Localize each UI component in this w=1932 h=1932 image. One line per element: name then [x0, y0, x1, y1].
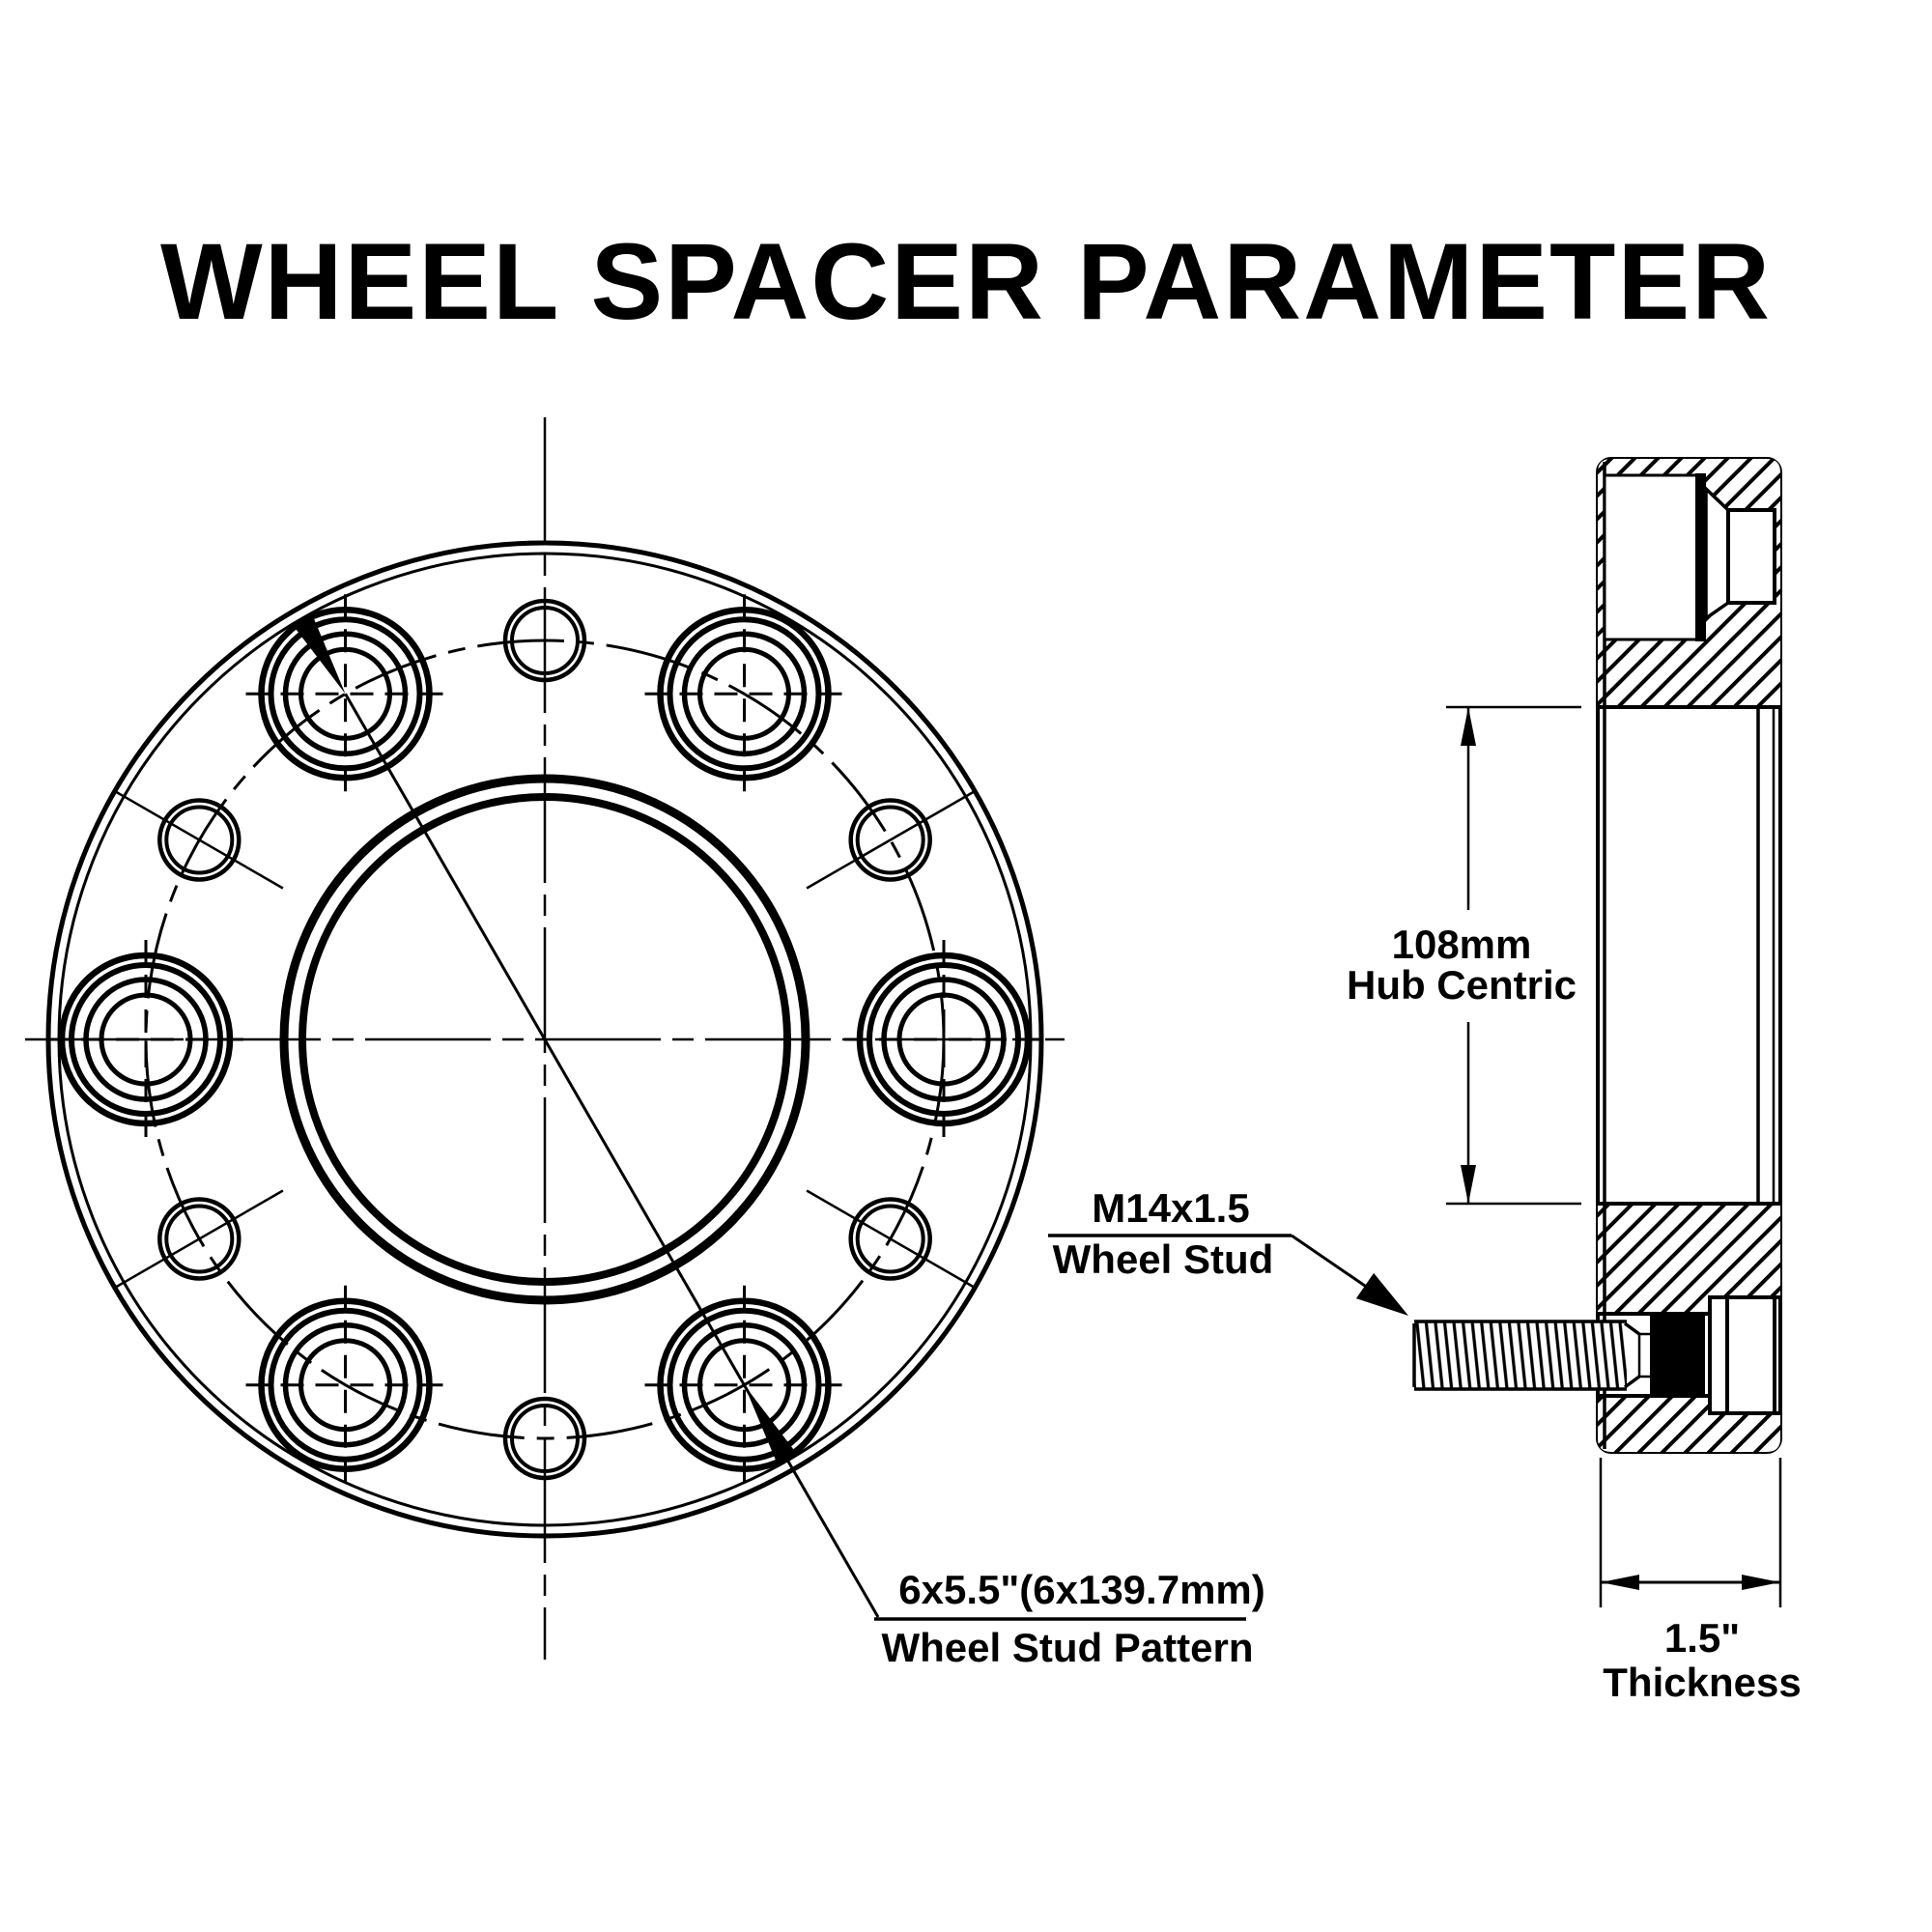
- hub-centric-value: 108mm: [1392, 922, 1532, 967]
- thickness-value: 1.5": [1664, 1615, 1740, 1661]
- arrowhead: [1742, 1575, 1780, 1590]
- bolt-circle: [144, 639, 946, 1440]
- stud-pattern-diameter-line: [344, 693, 880, 1618]
- dimension-hub-centric: 108mm Hub Centric: [1347, 705, 1581, 1206]
- stud-thread-body: [1414, 1321, 1627, 1390]
- thickness-label: Thickness: [1603, 1660, 1801, 1705]
- side-view: [1412, 457, 1782, 1454]
- page-title: WHEEL SPACER PARAMETER: [160, 221, 1772, 342]
- lug-counterbore-edge: [1695, 473, 1706, 641]
- arrowhead: [1461, 1165, 1476, 1204]
- wheel-stud: [1412, 1295, 1776, 1415]
- stud-flange: [1708, 1295, 1729, 1415]
- section-hatch-bottom: [1598, 1204, 1780, 1314]
- label-wheel-stud: M14x1.5 Wheel Stud: [1048, 1185, 1408, 1316]
- center-bore-chamfer: [298, 793, 791, 1286]
- arrowhead: [1461, 707, 1476, 746]
- label-stud-pattern: 6x5.5"(6x139.7mm) Wheel Stud Pattern: [874, 1567, 1265, 1670]
- lug-through-hole: [1726, 508, 1776, 605]
- arrowhead: [744, 1384, 795, 1462]
- stud-pattern-value: 6x5.5"(6x139.7mm): [898, 1567, 1265, 1612]
- front-view: [25, 417, 1065, 1660]
- arrowhead: [295, 617, 346, 695]
- hub-centric-label: Hub Centric: [1347, 962, 1577, 1008]
- center-bore: [279, 774, 810, 1305]
- arrowhead: [1355, 1272, 1408, 1316]
- section-hatch-bottom: [1598, 1396, 1780, 1452]
- wheel-stud-value: M14x1.5: [1092, 1185, 1249, 1231]
- stud-head: [1725, 1295, 1776, 1415]
- lug-seat-taper: [1704, 484, 1730, 622]
- lug-counterbore: [1603, 473, 1702, 641]
- stud-spline-section: [1650, 1314, 1705, 1396]
- small-hole-centerlines: [115, 790, 975, 1289]
- arrowhead: [1601, 1575, 1639, 1590]
- wheel-stud-label: Wheel Stud: [1053, 1236, 1274, 1282]
- dimension-thickness: 1.5" Thickness: [1599, 1458, 1802, 1705]
- stud-pattern-label: Wheel Stud Pattern: [881, 1625, 1253, 1670]
